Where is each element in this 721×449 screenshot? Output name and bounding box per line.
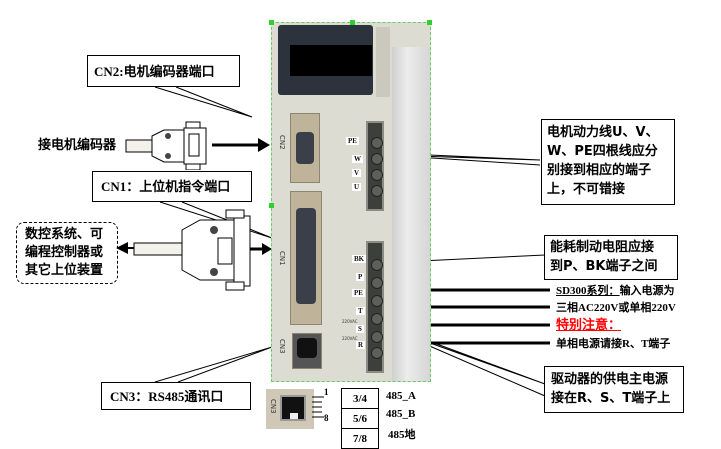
host-device-line-3: 其它上位装置 [25,263,104,278]
terminal-pin [371,331,383,343]
terminal-pin [371,295,383,307]
signal-485-b: 485_B [386,408,416,420]
motor-power-line-3: 别接到相应的端子 [547,163,652,178]
rj45-latch [290,413,298,419]
cn1-title: CN1：上位机指令端口 [101,179,231,194]
host-device-box: 数控系统、可 编程控制器或 其它上位装置 [16,222,118,284]
terminal-pin [371,169,383,181]
motor-power-line-4: 上，不可错接 [547,182,626,197]
cn2-port [290,113,320,183]
input-power-text: 输入电源为 [619,285,675,297]
motor-power-line-1: 电机动力线U、V、 [547,125,659,140]
device-ridge [376,27,390,97]
encoder-arrowhead [258,138,270,152]
terminal-label-u: U [352,183,362,191]
terminal-label-p: P [356,273,365,281]
selection-handle [269,20,274,25]
cn1-arrowhead [262,243,272,255]
terminal-label-bk: BK [352,255,367,263]
single-phase-note: 单相电源请接R、T端子 [556,338,671,350]
terminal-label-s: S [356,325,364,333]
cn3-port-label: CN3 [278,339,286,354]
rj45-socket [280,395,306,421]
host-arrowhead [116,242,128,254]
cn3-port [292,333,322,369]
terminal-pin [371,259,383,271]
terminal-label-t: T [356,307,365,315]
terminal-label-pe2: PE [352,289,365,297]
main-power-line-2: 接在R、S、T端子上 [551,391,671,406]
power-terminal-block [366,241,384,373]
cn2-callout-pointer [154,86,253,118]
selection-handle [350,20,355,25]
pin-cell: 3/4 [341,388,379,409]
terminal-pin [371,313,383,325]
rj45-port-label: CN3 [269,399,277,414]
cn3-title: CN3：RS485通讯口 [110,389,224,404]
terminal-pin [371,185,383,197]
terminal-label-v: V [352,169,362,177]
heatsink [392,47,430,381]
terminal-label-r: R [356,341,366,349]
host-device-line-1: 数控系统、可 [25,227,104,242]
cn3-callout: CN3：RS485通讯口 [101,382,251,410]
cn1-callout: CN1：上位机指令端口 [92,171,252,202]
terminal-pin [371,347,383,359]
host-device-line-2: 编程控制器或 [25,245,104,260]
rj45-pin-lines [312,396,324,418]
input-power-line-2: 三相AC220V或单相220V [556,302,676,314]
pin-cell: 5/6 [341,408,379,429]
cn1-port-label: CN1 [278,251,286,266]
cn2-callout: CN2:电机编码器端口 [87,55,240,87]
table-row: 3/4 [341,388,379,409]
cn1-socket [296,208,316,304]
special-note: 特别注意： [556,318,622,333]
terminal-label-w: W [352,155,363,163]
main-power-callout: 驱动器的供电主电源 接在R、S、T端子上 [544,366,684,413]
selection-handle [427,20,432,25]
encoder-connector-icon [125,121,207,170]
motor-terminal-block [366,121,384,211]
pin-number-8: 8 [324,413,329,423]
cn1-port [290,191,322,325]
cn3-callout-pointer [154,346,273,383]
main-power-pointer [387,325,546,397]
host-cable [133,242,185,256]
cn2-socket [296,132,314,164]
terminal-pin [371,137,383,149]
voltage-label-2: 220VAC [342,336,358,341]
display-panel [290,45,372,76]
display-cover [278,25,373,95]
table-row: 5/6 [341,408,379,429]
rj45-port-detail: CN3 [266,389,314,429]
selection-handle [269,203,274,208]
sd300-series-label: SD300系列： [556,285,620,297]
cn3-socket [297,338,317,358]
terminal-label-pe: PE [346,137,359,145]
terminal-pin [371,277,383,289]
voltage-label-1: 220VAC [342,319,358,324]
motor-power-callout: 电机动力线U、V、 W、PE四根线应分 别接到相应的端子 上，不可错接 [541,119,675,205]
motor-power-line-2: W、PE四根线应分 [547,144,658,159]
encoder-label: 接电机编码器 [38,138,117,153]
cn2-port-label: CN2 [278,135,286,150]
signal-485-a: 485_A [386,390,416,402]
host-connector-icon [181,209,251,291]
motor-power-pointer [385,152,541,166]
rs485-pin-table: 3/4 5/6 7/8 [341,388,379,449]
pin-cell: 7/8 [341,428,379,449]
signal-485-gnd: 485地 [388,429,416,441]
cn2-title: CN2:电机编码器端口 [94,64,215,79]
brake-line-1: 能耗制动电阻应接 [550,240,655,255]
terminal-pin [371,153,383,165]
pin-number-1: 1 [324,387,329,397]
brake-resistor-callout: 能耗制动电阻应接 到P、BK端子之间 [544,235,678,280]
brake-line-2: 到P、BK端子之间 [550,259,658,274]
table-row: 7/8 [341,428,379,449]
servo-drive-image: CN2 CN1 CN3 PE W V U BK P PE T S R 220VA… [269,20,432,382]
main-power-line-1: 驱动器的供电主电源 [551,372,669,387]
input-power-note: SD300系列：输入电源为 [556,283,675,300]
